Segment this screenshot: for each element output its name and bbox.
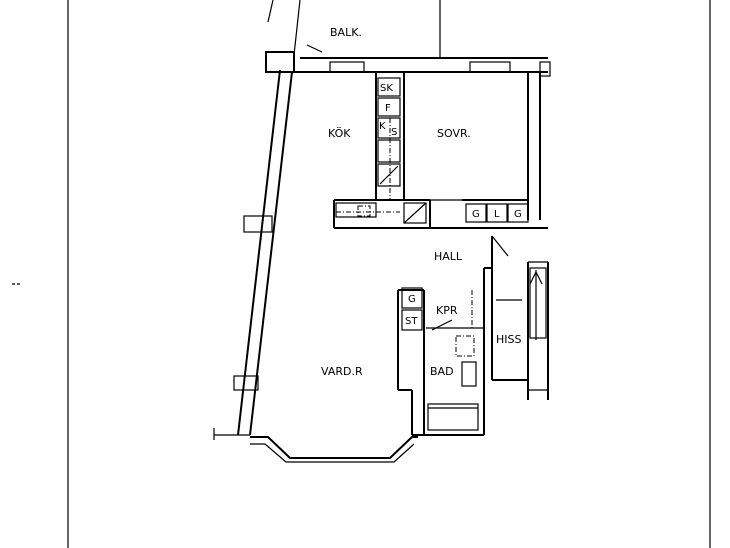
fixture-label-hall-g: G <box>408 294 416 305</box>
bay-window <box>250 436 418 463</box>
wardrobe <box>465 203 529 223</box>
doors <box>431 235 543 340</box>
room-label-bathroom: BAD <box>430 365 454 378</box>
kitchen-fixtures <box>335 77 427 224</box>
fixture-label-k: K <box>379 121 386 132</box>
fixture-label-g1: G <box>472 209 480 220</box>
fixture-label-s: S <box>391 127 397 138</box>
hall-storage <box>401 287 423 331</box>
exterior-wall-west <box>213 51 295 440</box>
room-label-bedroom: SOVR. <box>437 127 471 140</box>
room-label-hall: HALL <box>434 250 463 263</box>
fixture-label-sk: SK <box>380 83 393 94</box>
fixture-label-g2: G <box>514 209 522 220</box>
room-label-balcony: BALK. <box>330 26 362 39</box>
room-label-closet: KPR <box>436 304 458 317</box>
room-label-kitchen: KÖK <box>328 127 351 140</box>
elevator-shaft <box>529 267 547 339</box>
bathroom-fixtures <box>427 335 479 431</box>
room-label-living-room: VARD.R <box>321 365 363 378</box>
fixture-label-l: L <box>494 209 500 220</box>
fixture-label-f: F <box>385 103 391 114</box>
room-label-elevator: HISS <box>496 333 521 346</box>
fixture-label-hall-st: ST <box>405 316 418 327</box>
balcony-area <box>267 0 548 59</box>
page-frame <box>67 0 711 548</box>
interior-walls <box>292 61 551 436</box>
